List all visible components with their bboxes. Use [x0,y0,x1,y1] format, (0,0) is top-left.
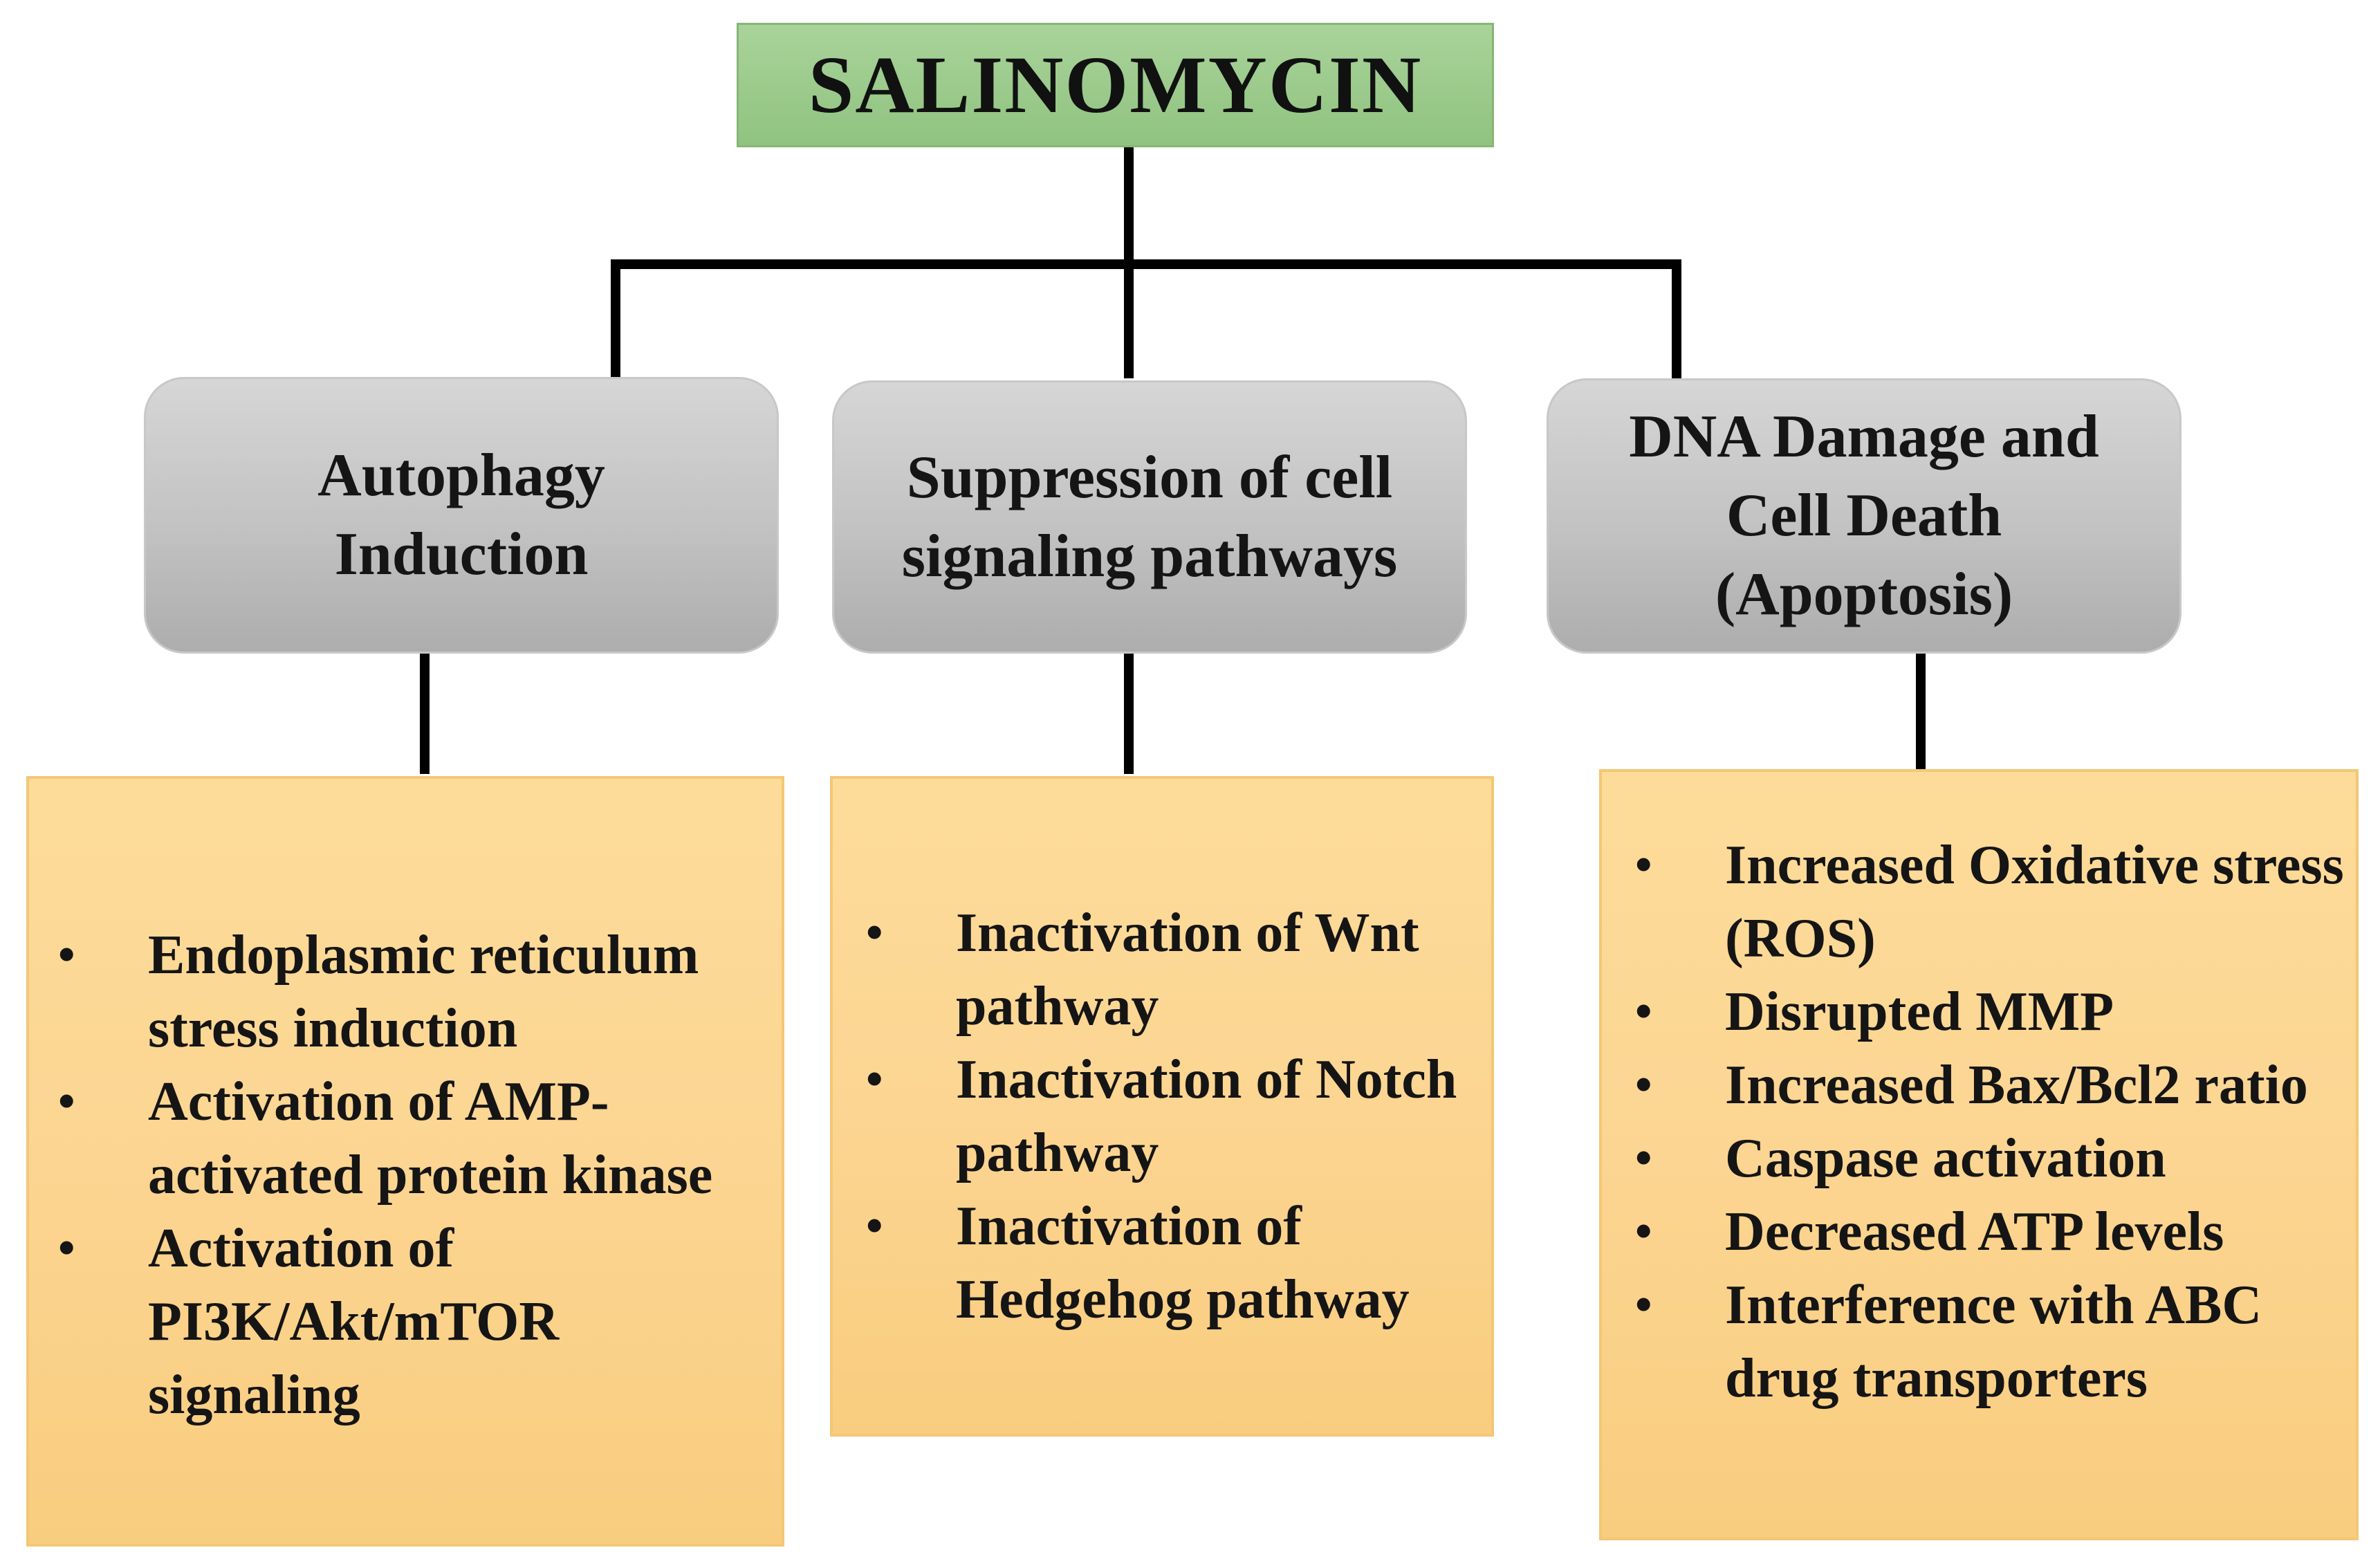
list-item: • Inactivation of Wnt pathway [852,896,1502,1043]
bullet-icon: • [58,1075,75,1128]
list-item: • Activation of PI3K/Akt/mTOR signaling [44,1212,784,1432]
category-box-dna-damage: DNA Damage and Cell Death (Apoptosis) [1547,378,2181,654]
list-item-text: Inactivation of Notch pathway [956,1049,1457,1183]
list-item-text: Inactivation of Hedgehog pathway [956,1196,1410,1330]
bullet-icon: • [58,1221,75,1275]
detail-list-autophagy: • Endoplasmic reticulum stress induction… [44,919,784,1432]
list-item-text: Disrupted MMP [1725,981,2114,1042]
list-item-text: Inactivation of Wnt pathway [956,903,1419,1037]
list-item: • Inactivation of Notch pathway [852,1043,1502,1190]
list-item-text: Activation of AMP-activated protein kina… [148,1071,713,1206]
list-item: • Caspase activation [1621,1122,2361,1195]
bullet-icon: • [1635,838,1652,892]
list-item: • Decreased ATP levels [1621,1195,2361,1269]
detail-box-dna-damage: • Increased Oxidative stress (ROS) • Dis… [1599,769,2359,1540]
list-item: • Increased Oxidative stress (ROS) [1621,829,2361,975]
list-item: • Increased Bax/Bcl2 ratio [1621,1049,2361,1122]
list-item: • Disrupted MMP [1621,975,2361,1049]
bullet-icon: • [1635,985,1652,1038]
bullet-icon: • [1635,1278,1652,1331]
list-item: • Endoplasmic reticulum stress induction [44,919,784,1065]
bullet-icon: • [58,928,75,981]
list-item-text: Decreased ATP levels [1725,1201,2224,1262]
list-item-text: Interference with ABC drug transporters [1725,1275,2262,1409]
detail-list-dna-damage: • Increased Oxidative stress (ROS) • Dis… [1621,829,2361,1415]
list-item-text: Caspase activation [1725,1128,2166,1189]
detail-box-signaling: • Inactivation of Wnt pathway • Inactiva… [830,776,1494,1437]
detail-list-signaling: • Inactivation of Wnt pathway • Inactiva… [852,896,1502,1336]
bullet-icon: • [1635,1205,1652,1258]
bullet-icon: • [866,1053,883,1106]
list-item-text: Activation of PI3K/Akt/mTOR signaling [148,1218,560,1426]
title-box: SALINOMYCIN [737,23,1494,147]
bullet-icon: • [1635,1058,1652,1112]
detail-box-autophagy: • Endoplasmic reticulum stress induction… [26,776,784,1547]
category-label-dna-damage: DNA Damage and Cell Death (Apoptosis) [1629,403,2099,628]
bullet-icon: • [1635,1132,1652,1185]
category-label-signaling: Suppression of cell signaling pathways [901,443,1398,590]
bullet-icon: • [866,906,883,959]
list-item-text: Increased Bax/Bcl2 ratio [1725,1055,2308,1116]
category-box-autophagy: Autophagy Induction [144,377,779,654]
category-box-signaling: Suppression of cell signaling pathways [832,380,1467,654]
list-item: • Inactivation of Hedgehog pathway [852,1190,1502,1336]
title-label: SALINOMYCIN [808,39,1423,130]
list-item: • Activation of AMP-activated protein ki… [44,1065,784,1212]
list-item-text: Increased Oxidative stress (ROS) [1725,835,2344,969]
list-item-text: Endoplasmic reticulum stress induction [148,925,699,1059]
bullet-icon: • [866,1199,883,1253]
category-label-autophagy: Autophagy Induction [317,442,605,588]
list-item: • Interference with ABC drug transporter… [1621,1269,2361,1415]
